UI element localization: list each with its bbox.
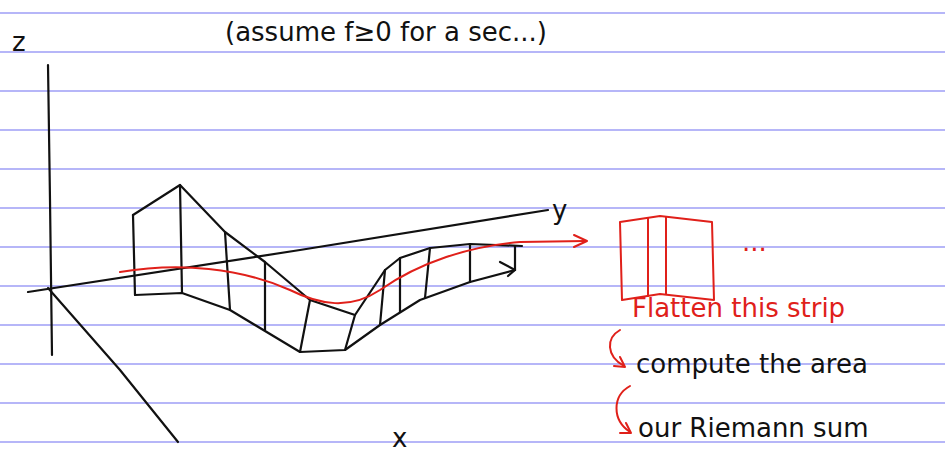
axis-label: x bbox=[392, 424, 407, 454]
note-text: (assume f≥0 for a sec...) bbox=[225, 18, 547, 48]
note-text: compute the area bbox=[636, 350, 868, 380]
ruled-lines bbox=[0, 13, 945, 442]
axis-label: y bbox=[552, 196, 567, 226]
axis-label: z bbox=[12, 28, 26, 58]
note-text: our Riemann sum bbox=[638, 414, 868, 444]
red-path bbox=[120, 216, 714, 433]
note-text: Flatten this strip bbox=[632, 294, 845, 324]
axes bbox=[28, 65, 548, 442]
ellipsis-mark: ... bbox=[742, 228, 767, 258]
